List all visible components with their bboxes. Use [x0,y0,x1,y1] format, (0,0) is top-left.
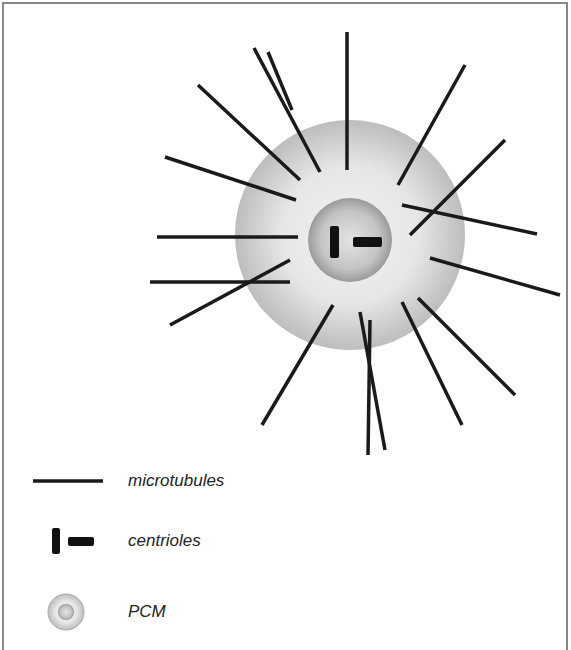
centriole [330,226,339,258]
legend-label: PCM [128,602,166,622]
legend-centriole-sample [52,528,60,554]
legend-label: centrioles [128,531,201,551]
centriole [353,237,382,247]
legend-line-sample [33,479,103,483]
frame-border [3,3,567,650]
legend-label: microtubules [128,471,224,491]
pcm-core [308,198,392,282]
legend-pcm-sample [48,594,84,630]
legend-pcm-sample [58,604,74,620]
legend-centriole-sample [68,537,94,546]
microtubules [150,32,560,455]
pcm-outer [235,120,465,350]
